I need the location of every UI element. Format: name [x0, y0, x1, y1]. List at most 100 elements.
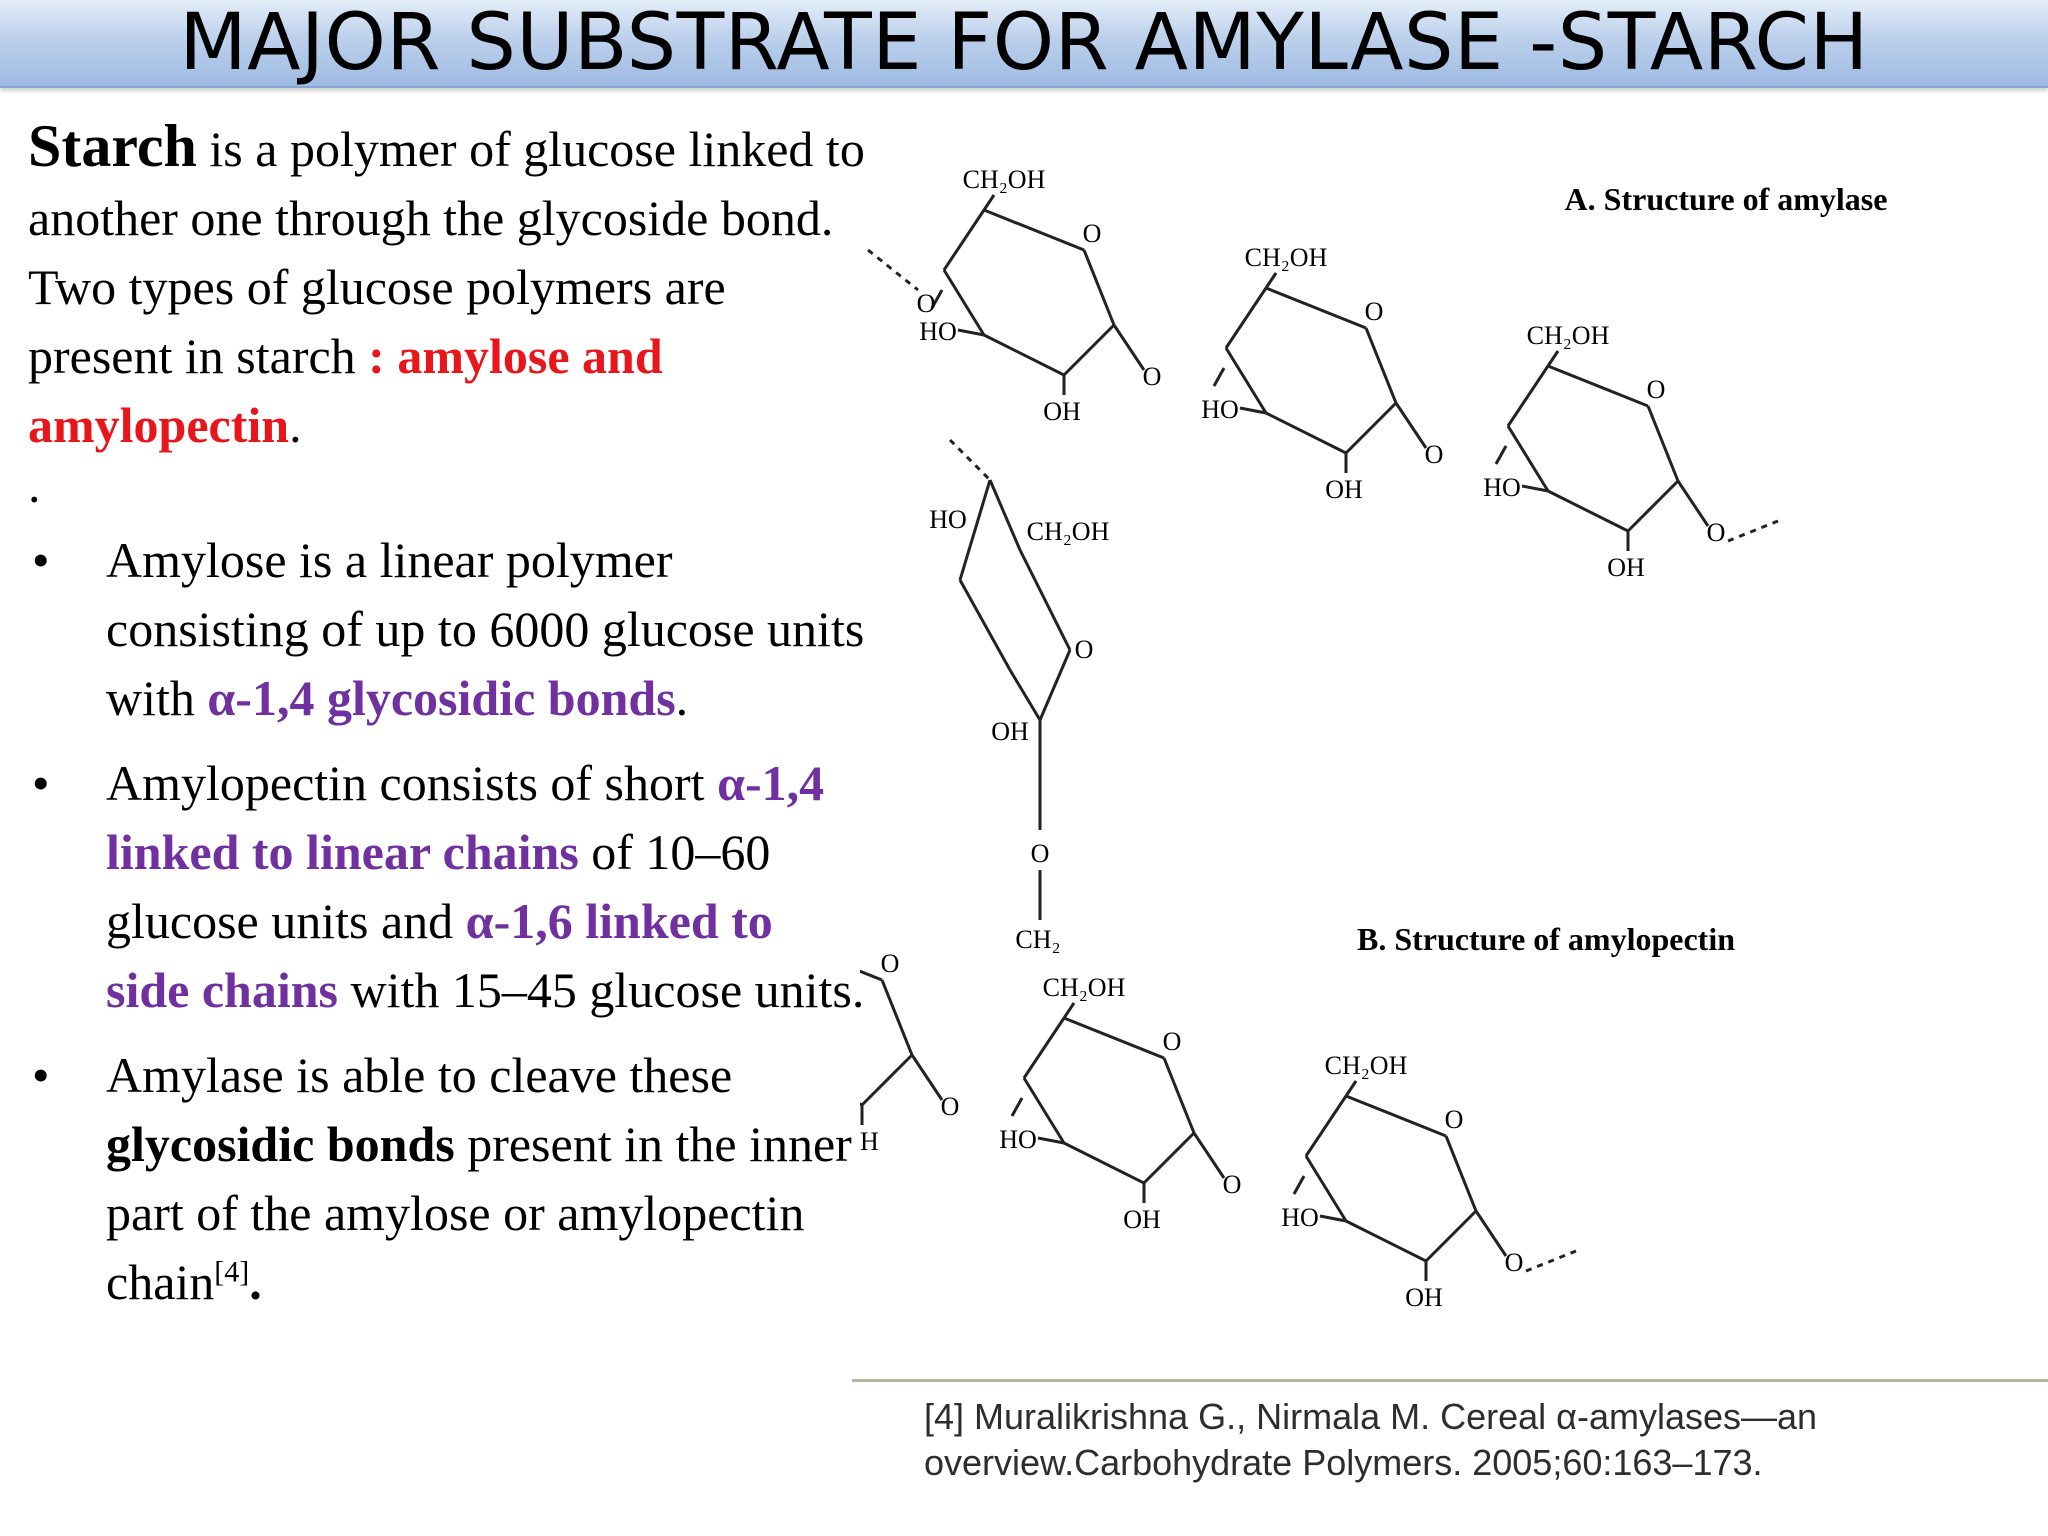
bond-line: [983, 208, 1085, 252]
bond-line: [1022, 1077, 1066, 1144]
bond-line: [1676, 480, 1710, 527]
bond-line: [1292, 1175, 1306, 1195]
atom-o: O: [1707, 518, 1726, 547]
atom-oh: OH: [1405, 1283, 1443, 1312]
bond-line: [1521, 484, 1549, 493]
atom-ch2oh: CH₂OH: [1027, 517, 1110, 546]
atom-ho: HO: [999, 1125, 1037, 1154]
bond-line: [1444, 1135, 1478, 1212]
bond-line: [1547, 364, 1649, 408]
bond-line: [1037, 1136, 1065, 1145]
atom-oh: OH: [1123, 1205, 1161, 1234]
bullet-text: of 10–60 glucose units and: [106, 824, 771, 949]
text-column: Starch is a polymer of glucose linked to…: [28, 112, 868, 1333]
reference-citation: [4] Muralikrishna G., Nirmala M. Cereal …: [924, 1394, 2024, 1486]
bond-line: [1506, 365, 1550, 427]
bond-line: [1010, 1097, 1024, 1117]
bond-line: [1022, 1017, 1066, 1079]
bond-line: [1494, 445, 1508, 465]
atom-oh: OH: [991, 717, 1029, 746]
chain-continuation: [1525, 1249, 1577, 1273]
bond-line: [1063, 1141, 1145, 1185]
bullet-text: .: [249, 1254, 262, 1310]
bullet-highlight: α-1,4 linked to linear chains: [106, 755, 825, 880]
bond-line: [942, 209, 986, 271]
bond-line: [1304, 1095, 1348, 1157]
bond-line: [860, 969, 883, 982]
bond-line: [1344, 401, 1398, 455]
intro-text: is a polymer of glucose linked to anothe…: [28, 121, 865, 384]
intro-highlight: : amylose and amylopectin: [28, 328, 663, 453]
bond-line: [942, 269, 986, 336]
atom-labels: OCH₂OHOHOOHOCH₂OHOHOOHOCH₂OHOHOOHOOCH₂OH…: [860, 165, 1725, 1312]
bond-line: [1239, 406, 1267, 415]
atom-o: O: [881, 949, 900, 978]
atom-ch2oh: CH₂OH: [1043, 973, 1126, 1002]
bullet-text: with 15–45 glucose units.: [338, 962, 865, 1018]
atom-ho: HO: [1483, 473, 1521, 502]
bond-line: [1646, 405, 1680, 482]
bond-line: [1344, 1080, 1358, 1097]
atom-o: O: [1075, 635, 1094, 664]
bullet-amylase: Amylase is able to cleave these glycosid…: [28, 1041, 868, 1317]
intro-end: .: [289, 397, 302, 453]
atom-o: O: [1505, 1248, 1524, 1277]
bond-line: [1319, 1214, 1347, 1223]
citation-superscript: [4]: [214, 1255, 250, 1289]
bullet-text: .: [675, 670, 689, 726]
bond-line: [982, 194, 996, 211]
atom-ho: HO: [919, 317, 957, 346]
bond-line: [1142, 1131, 1196, 1185]
atom-oh: OH: [860, 1127, 879, 1156]
bond-line: [1394, 402, 1428, 449]
bond-line: [1112, 324, 1146, 371]
bond-line: [1264, 272, 1278, 289]
intro-lead: Starch: [28, 113, 197, 179]
glucose-chains: [860, 194, 1779, 1281]
atom-oh: OH: [1325, 475, 1363, 504]
atom-ch2oh: CH₂OH: [963, 165, 1046, 194]
bond-line: [1547, 489, 1629, 533]
bond-line: [957, 328, 985, 337]
reference-line-1: [4] Muralikrishna G., Nirmala M. Cereal …: [924, 1396, 1818, 1437]
bond-line: [1304, 1155, 1348, 1222]
atom-o: O: [917, 289, 936, 318]
bond-line: [983, 333, 1065, 377]
bond-line: [1265, 286, 1367, 330]
bond-line: [1626, 479, 1680, 533]
bond-line: [1212, 367, 1226, 387]
bond-line: [1345, 1219, 1427, 1263]
atom-o: O: [1445, 1105, 1464, 1134]
atom-ch2: CH₂: [1015, 925, 1060, 954]
label-structure-amylopectin: B. Structure of amylopectin: [1357, 921, 1735, 957]
chain-continuation: [1727, 519, 1779, 543]
chain-continuation: [867, 248, 919, 292]
bond-line: [860, 1053, 914, 1107]
bond-line: [1364, 327, 1398, 404]
atom-o: O: [941, 1092, 960, 1121]
bullet-list: Amylose is a linear polymer consisting o…: [28, 526, 868, 1317]
bond-line: [988, 479, 1022, 551]
atom-ho: HO: [929, 505, 967, 534]
bond-line: [1018, 549, 1072, 651]
bond-line: [1162, 1057, 1196, 1134]
starch-structure-figure: A. Structure of amylase B. Structure of …: [860, 165, 1887, 1312]
bond-line: [1063, 1016, 1165, 1060]
bullet-highlight: α-1,4 glycosidic bonds: [207, 670, 676, 726]
bond-line: [958, 479, 992, 581]
bond-line: [1224, 347, 1268, 414]
atom-ch2oh: CH₂OH: [1325, 1051, 1408, 1080]
bond-line: [1082, 249, 1116, 326]
bond-line: [1008, 669, 1042, 721]
atom-o: O: [1425, 440, 1444, 469]
atom-o: O: [1223, 1170, 1242, 1199]
bullet-text: Amylose is a linear polymer consisting o…: [106, 532, 865, 726]
atom-oh: OH: [1607, 553, 1645, 582]
atom-o: O: [1083, 219, 1102, 248]
bond-line: [1506, 425, 1550, 492]
bullet-highlight: α-1,6 linked to side chains: [106, 893, 773, 1018]
bond-line: [1062, 323, 1116, 377]
atom-o: O: [1163, 1027, 1182, 1056]
bullet-text: present in the inner part of the amylose…: [106, 1116, 852, 1310]
atom-ch2oh: CH₂OH: [1245, 243, 1328, 272]
